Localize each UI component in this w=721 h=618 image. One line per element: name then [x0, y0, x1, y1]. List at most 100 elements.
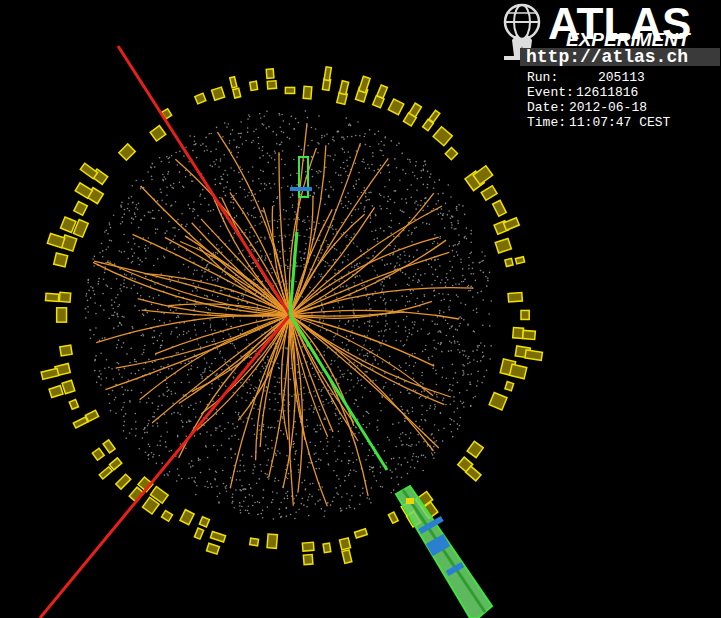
tracker-hit	[403, 251, 405, 253]
tracker-hit	[278, 241, 280, 243]
tracker-hit	[301, 503, 303, 505]
tracker-hit	[286, 515, 288, 517]
tracker-hit	[275, 167, 277, 169]
tracker-hit	[159, 157, 161, 159]
tracker-hit	[276, 134, 278, 136]
tracker-hit	[239, 181, 241, 183]
tracker-hit	[348, 505, 350, 507]
tracker-hit	[482, 324, 484, 326]
tracker-hit	[151, 217, 153, 219]
tracker-hit	[347, 379, 349, 381]
tracker-hit	[453, 336, 455, 338]
tracker-hit	[338, 174, 340, 176]
tracker-hit	[304, 222, 306, 224]
tracker-hit	[325, 240, 327, 242]
tracker-hit	[135, 216, 137, 218]
tracker-hit	[348, 151, 350, 153]
tracker-hit	[85, 295, 87, 297]
tracker-hit	[468, 356, 470, 358]
tracker-hit	[467, 363, 469, 365]
tracker-hit	[111, 240, 113, 242]
tracker-hit	[267, 152, 269, 154]
tracker-hit	[178, 293, 180, 295]
tracker-hit	[208, 204, 210, 206]
tracker-hit	[277, 381, 279, 383]
tracker-hit	[370, 217, 372, 219]
tracker-hit	[333, 140, 335, 142]
tracker-hit	[252, 505, 254, 507]
tracker-hit	[298, 471, 300, 473]
tracker-hit	[409, 332, 411, 334]
tracker-hit	[189, 208, 191, 210]
tracker-hit	[107, 233, 109, 235]
tracker-hit	[148, 237, 150, 239]
tracker-hit	[429, 332, 431, 334]
tracker-hit	[378, 130, 380, 132]
tracker-hit	[325, 296, 327, 298]
tracker-hit	[218, 395, 220, 397]
tracker-hit	[486, 285, 488, 287]
tracker-hit	[222, 136, 224, 138]
tracker-hit	[343, 168, 345, 170]
tracker-hit	[338, 431, 340, 433]
tracker-hit	[213, 340, 215, 342]
tracker-hit	[468, 257, 470, 259]
tracker-hit	[257, 501, 259, 503]
tracker-hit	[188, 478, 190, 480]
tracker-hit	[217, 278, 219, 280]
tracker-hit	[310, 363, 312, 365]
tracker-hit	[373, 475, 375, 477]
tracker-hit	[224, 122, 226, 124]
tracker-hit	[178, 279, 180, 281]
tracker-hit	[394, 202, 396, 204]
tracker-hit	[108, 367, 110, 369]
tracker-hit	[393, 253, 395, 255]
tracker-hit	[109, 240, 111, 242]
tracker-hit	[434, 280, 436, 282]
tracker-hit	[227, 174, 229, 176]
tracker-hit	[473, 310, 475, 312]
tracker-hit	[365, 359, 367, 361]
tracker-hit	[343, 376, 345, 378]
tracker-hit	[401, 153, 403, 155]
tracker-hit	[168, 368, 170, 370]
tracker-hit	[280, 516, 282, 518]
tracker-hit	[385, 136, 387, 138]
tracker-hit	[341, 182, 343, 184]
tracker-hit	[259, 190, 261, 192]
tracker-hit	[217, 252, 219, 254]
tracker-hit	[427, 308, 429, 310]
tracker-hit	[258, 260, 260, 262]
tracker-hit	[315, 128, 317, 130]
tracker-hit	[414, 353, 416, 355]
tracker-hit	[299, 207, 301, 209]
tracker-hit	[434, 408, 436, 410]
tracker-hit	[194, 140, 196, 142]
tracker-hit	[414, 227, 416, 229]
tracker-hit	[316, 171, 318, 173]
tracker-hit	[400, 254, 402, 256]
tracker-hit	[461, 403, 463, 405]
tracker-hit	[388, 226, 390, 228]
tracker-hit	[361, 161, 363, 163]
tracker-hit	[437, 242, 439, 244]
tracker-hit	[389, 179, 391, 181]
tracker-hit	[125, 274, 127, 276]
tracker-hit	[176, 352, 178, 354]
tracker-hit	[383, 144, 385, 146]
tracker-hit	[405, 330, 407, 332]
tracker-hit	[277, 227, 279, 229]
tracker-hit	[374, 300, 376, 302]
tracker-hit	[374, 291, 376, 293]
tracker-hit	[461, 317, 463, 319]
tracker-hit	[407, 234, 409, 236]
tracker-hit	[464, 279, 466, 281]
tracker-hit	[264, 259, 266, 261]
tracker-hit	[312, 483, 314, 485]
tracker-hit	[359, 503, 361, 505]
tracker-hit	[182, 421, 184, 423]
tracker-hit	[407, 461, 409, 463]
tracker-hit	[414, 175, 416, 177]
tracker-hit	[158, 395, 160, 397]
tracker-hit	[251, 249, 253, 251]
